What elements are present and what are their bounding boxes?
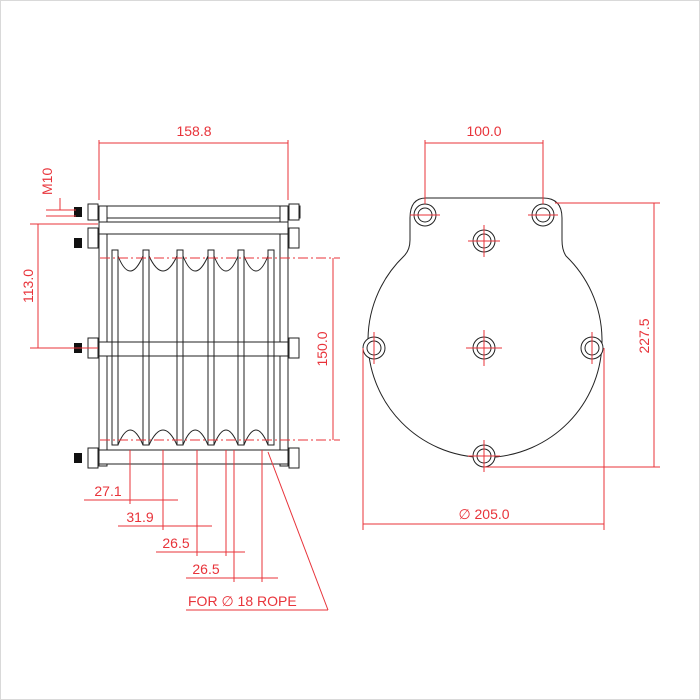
dim-pitch-26-5-b: 26.5: [192, 561, 219, 577]
front-view: 100.0 227.5 ∅ 205.0: [362, 123, 660, 530]
dim-bolt-m10: M10: [39, 168, 55, 195]
grooves-bottom: [117, 429, 269, 446]
right-side-plate: [279, 205, 289, 467]
dim-diameter-205-0: ∅ 205.0: [458, 506, 509, 522]
dim-height-113-0: 113.0: [20, 269, 36, 303]
top-tie-rod: [87, 205, 301, 219]
nuts: [87, 203, 300, 469]
grooves-top: [117, 255, 269, 272]
dim-pitch-27-1: 27.1: [94, 483, 121, 499]
dim-hole-spacing-100-0: 100.0: [466, 123, 501, 139]
bolt-ends: [74, 207, 82, 463]
dim-height-150-0: 150.0: [314, 331, 330, 366]
top-bar: [98, 221, 289, 235]
sheave-plates: [111, 249, 275, 446]
left-side-plate: [98, 205, 108, 467]
middle-bar: [98, 341, 289, 357]
dim-width-158-8: 158.8: [176, 123, 211, 139]
dim-height-227-5: 227.5: [636, 318, 652, 353]
rope-note: FOR ∅ 18 ROPE: [188, 593, 297, 609]
bottom-bar: [98, 449, 289, 465]
dim-pitch-31-9: 31.9: [126, 509, 153, 525]
side-view: 158.8 M10 113.0 150.0 27.1 31.9 26.5 26.…: [20, 123, 340, 611]
dim-pitch-26-5-a: 26.5: [162, 535, 189, 551]
